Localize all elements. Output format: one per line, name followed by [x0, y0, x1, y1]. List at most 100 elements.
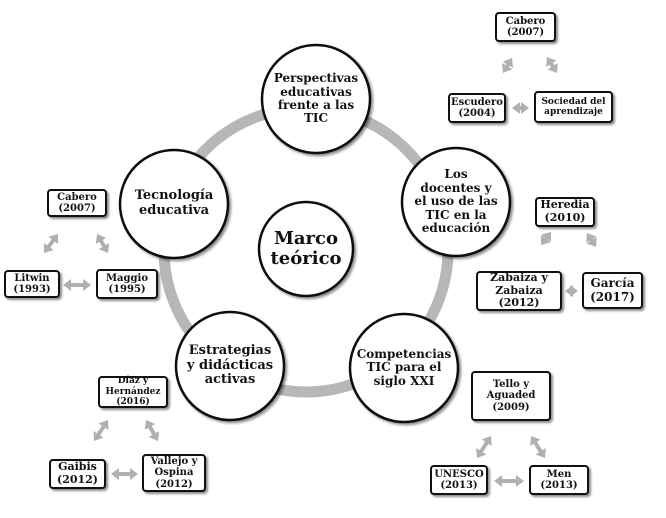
label-line: UNESCO: [434, 468, 484, 480]
arrow-shaft: [95, 423, 107, 438]
arrow-head: [546, 57, 557, 67]
label-line: el uso de las: [414, 194, 498, 209]
arrow-head: [476, 448, 487, 458]
label-line: (2013): [440, 480, 478, 491]
label-line: (2012): [498, 296, 540, 310]
label-line: siglo XXI: [373, 373, 435, 388]
arrow-head: [111, 468, 119, 480]
label-line: (1995): [108, 284, 146, 295]
ref-box-cabero-2007-top: Cabero(2007): [495, 12, 556, 42]
label-line: (2012): [56, 473, 99, 486]
arrow-head: [512, 102, 520, 114]
label-line: Escudero: [451, 96, 503, 108]
arrow-head: [83, 279, 91, 291]
label-line: teórico: [270, 248, 342, 269]
label-line: Díaz y: [117, 376, 149, 387]
arrow-head: [95, 234, 107, 244]
ref-box-escudero-2004: Escudero(2004): [448, 93, 506, 123]
label-line: (2012): [155, 478, 193, 490]
topic-circle-tecnologia: [118, 148, 230, 260]
label-line: Los: [444, 167, 468, 182]
arrow-head: [43, 243, 54, 253]
label-line: Gaibis: [58, 460, 97, 474]
arrow-head: [98, 243, 110, 253]
topic-circle-competencias: [348, 312, 460, 424]
label-line: educativas: [280, 84, 352, 99]
ref-box-unesco-2013: UNESCO(2013): [430, 465, 488, 495]
ref-box-garcia-2017: García(2017): [582, 272, 643, 309]
arrow-head: [516, 475, 524, 487]
label-line: (1993): [13, 284, 51, 295]
label-line: TIC: [303, 111, 329, 126]
label-line: Zabaiza y: [490, 271, 548, 285]
arrow-head: [547, 63, 558, 73]
label-line: García: [590, 275, 635, 290]
reference-arrows: [43, 57, 597, 487]
label-line: (2007): [506, 27, 545, 38]
label-line: Marco: [273, 227, 339, 249]
label-line: Heredia: [540, 198, 590, 212]
label-line: Tello y: [492, 378, 530, 390]
label-line: Vallejo y: [150, 455, 198, 467]
arrow-head: [494, 475, 502, 487]
topic-circle-perspectivas: [260, 43, 372, 155]
label-line: Litwin: [14, 272, 50, 284]
center-circle: [257, 200, 355, 298]
label-line: (2016): [116, 397, 150, 408]
label-line: Zabaiza: [495, 283, 543, 297]
arrow-shaft: [532, 439, 544, 455]
label-line: Ospina: [154, 467, 194, 479]
arrow-head: [535, 448, 546, 458]
label-line: (2004): [458, 108, 496, 119]
label-line: educativa: [138, 203, 210, 218]
label-line: Cabero: [505, 15, 546, 27]
label-line: activas: [204, 372, 256, 388]
arrow-head: [48, 234, 59, 244]
arrow-head: [586, 237, 597, 247]
ref-box-cabero-2007-left: Cabero(2007): [47, 189, 107, 217]
arrow-head: [541, 232, 551, 242]
label-line: Tecnología: [134, 188, 214, 204]
label-line: Hernández: [105, 386, 161, 397]
label-line: TIC para el: [366, 360, 442, 375]
ref-box-heredia-2010: Heredia(2010): [535, 197, 595, 227]
label-line: (2007): [58, 203, 96, 214]
arrow-head: [98, 420, 109, 430]
label-line: (2009): [492, 401, 530, 413]
arrow-head: [530, 436, 541, 446]
arrow-head: [501, 63, 513, 73]
arrow-head: [541, 235, 551, 245]
ref-box-litwin-1993: Litwin(1993): [4, 270, 60, 298]
label-line: (2010): [544, 211, 586, 224]
arrow-head: [521, 102, 529, 114]
label-line: TIC en la: [425, 207, 487, 222]
label-line: aprendizaje: [544, 107, 603, 117]
ref-box-maggio-1995: Maggio(1995): [96, 269, 158, 299]
label-line: Competencias: [356, 346, 452, 361]
label-line: (2017): [590, 289, 635, 304]
topic-circle-estrategias: [174, 310, 286, 422]
arrow-head: [502, 58, 514, 68]
arrow-head: [63, 279, 71, 291]
label-line: Estrategias: [188, 343, 272, 359]
label-line: Perspectivas: [273, 71, 359, 86]
ref-box-gaibis-2012: Gaibis(2012): [49, 459, 106, 489]
arrow-head: [586, 233, 597, 243]
arrow-head: [565, 285, 573, 297]
arrow-head: [144, 420, 156, 430]
label-line: Maggio: [105, 272, 148, 284]
label-line: educación: [421, 221, 491, 236]
label-line: frente a las: [277, 98, 355, 112]
label-line: (2013): [540, 480, 578, 491]
arrow-head: [481, 436, 492, 446]
